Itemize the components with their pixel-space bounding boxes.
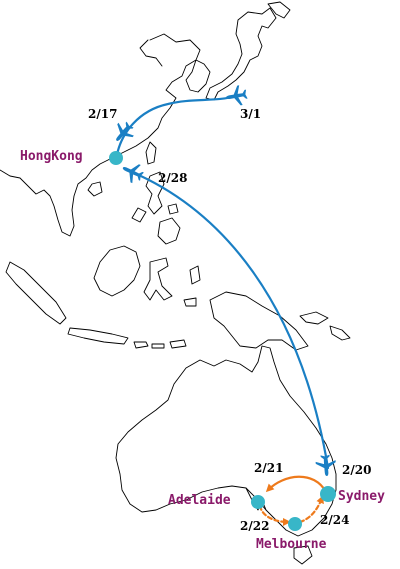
date-label: 2/24 [320, 513, 349, 527]
date-label: 2/28 [158, 171, 187, 185]
coastline-solomons [329, 325, 351, 341]
city-labels: HongKong Sydney Adelaide Melbourne [20, 149, 385, 552]
coastline-philippines-south [157, 217, 181, 245]
date-labels: 2/17 3/1 2/28 2/20 2/21 2/22 2/24 [88, 107, 371, 533]
route-melbourne-sydney [298, 495, 324, 524]
coastline-lesser-sunda [133, 339, 187, 349]
coastline-asia-inlet [139, 39, 163, 67]
coastline-philippines-islands [131, 203, 179, 223]
coastline-sumatra [5, 261, 67, 325]
city-dot-sydney [320, 486, 336, 502]
coastline-taiwan [145, 141, 157, 165]
airplane-icon [224, 84, 249, 108]
city-markers [109, 151, 336, 531]
coastline-australia [115, 345, 337, 537]
date-label: 2/17 [88, 107, 117, 121]
coastline-tasmania [293, 545, 313, 565]
coastline-new-britain [299, 311, 329, 325]
city-label-hongkong: HongKong [20, 149, 83, 164]
coastline-java [67, 327, 129, 345]
route-hongkong-japan [114, 94, 238, 162]
date-label: 2/21 [254, 461, 283, 475]
flight-routes [114, 94, 330, 526]
coastline-japan [205, 7, 277, 101]
city-label-sydney: Sydney [338, 489, 385, 504]
coastline-philippines [145, 171, 165, 215]
city-label-melbourne: Melbourne [256, 537, 327, 552]
route-sydney-adelaide [265, 475, 328, 494]
date-label: 2/20 [342, 463, 371, 477]
date-label: 2/22 [240, 519, 269, 533]
coastline-borneo [93, 245, 141, 297]
route-hongkong-sydney [130, 170, 330, 470]
city-dot-adelaide [251, 495, 265, 509]
city-dot-hongkong [109, 151, 123, 165]
coastline-korea [185, 59, 211, 93]
coastlines [0, 1, 351, 565]
airplanes [108, 84, 337, 477]
date-label: 3/1 [240, 107, 261, 121]
city-label-adelaide: Adelaide [168, 493, 231, 508]
coastline-hainan [87, 181, 103, 197]
airplane-icon [118, 158, 147, 186]
coastline-sulawesi [143, 257, 173, 301]
coastline-new-guinea [209, 291, 309, 351]
coastline-asia [0, 33, 201, 237]
coastline-moluccas [183, 265, 201, 307]
coastline-japan-north [267, 1, 291, 19]
city-dot-melbourne [288, 517, 302, 531]
